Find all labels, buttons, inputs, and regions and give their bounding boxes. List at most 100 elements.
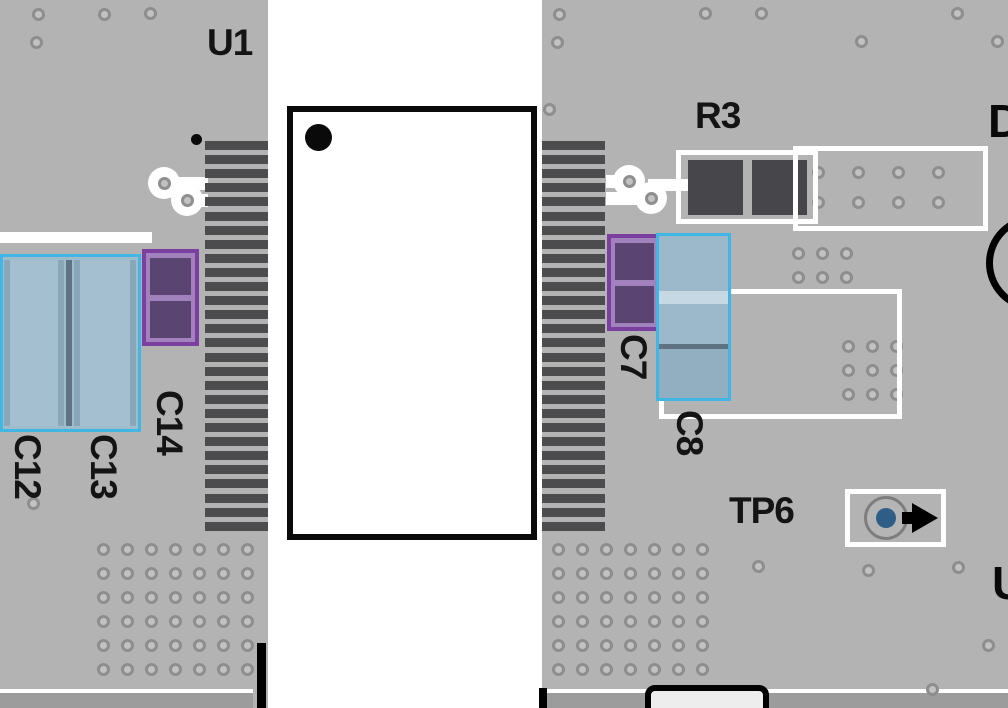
ic-pin <box>205 141 268 150</box>
tp6-pad-ring[interactable] <box>864 496 908 540</box>
label-u1: U1 <box>207 22 253 63</box>
ic-pin <box>542 169 605 179</box>
via <box>623 590 637 604</box>
tp6-arrow-tail <box>902 512 914 524</box>
via <box>551 590 565 604</box>
via <box>143 6 157 20</box>
via <box>891 165 905 179</box>
via <box>599 662 613 676</box>
ic-pin <box>205 155 268 165</box>
ic-pin <box>205 465 268 475</box>
via <box>622 174 636 188</box>
r3-pad[interactable] <box>688 160 743 215</box>
silkscreen-dot <box>191 134 202 145</box>
via <box>168 614 182 628</box>
via <box>192 566 206 580</box>
via <box>144 590 158 604</box>
via <box>551 566 565 580</box>
ic-pin <box>205 394 268 404</box>
via <box>841 339 855 353</box>
ic-pin <box>542 225 605 235</box>
via <box>623 566 637 580</box>
via <box>144 542 158 556</box>
label-c8: C8 <box>669 410 710 456</box>
via <box>542 102 556 116</box>
via <box>120 590 134 604</box>
via <box>120 566 134 580</box>
c14-pad <box>150 301 191 338</box>
trace-left-horizontal <box>0 232 152 243</box>
via <box>861 563 875 577</box>
ic-pin <box>205 493 268 503</box>
via <box>644 191 658 205</box>
via <box>698 6 712 20</box>
c7-pad <box>615 286 654 323</box>
ic-pin <box>542 352 605 362</box>
via <box>216 590 230 604</box>
via <box>695 638 709 652</box>
ic-pin <box>205 352 268 362</box>
trace-left <box>164 177 208 190</box>
ic-pin <box>205 310 268 320</box>
via <box>575 542 589 556</box>
ic-pin <box>542 211 605 221</box>
via <box>599 590 613 604</box>
via <box>31 7 45 21</box>
via <box>791 246 805 260</box>
via <box>240 542 254 556</box>
ic-pin <box>205 183 268 193</box>
via <box>240 662 254 676</box>
via <box>552 7 566 21</box>
via <box>550 35 564 49</box>
ic-pin <box>542 239 605 249</box>
c13-body[interactable] <box>74 260 136 426</box>
ic-pin <box>205 211 268 221</box>
via <box>695 590 709 604</box>
via <box>120 638 134 652</box>
connector-footprint-outline <box>793 146 988 231</box>
via <box>815 270 829 284</box>
label-c13: C13 <box>83 434 124 499</box>
board-edge-strip <box>0 689 253 708</box>
via <box>671 614 685 628</box>
via <box>623 614 637 628</box>
via <box>168 638 182 652</box>
ic-pin <box>542 479 605 489</box>
via <box>192 614 206 628</box>
ic-u1-body[interactable] <box>287 106 537 540</box>
r3-footprint-outline <box>676 150 818 224</box>
via <box>96 662 110 676</box>
via <box>120 662 134 676</box>
partial-label-bottom-right: U <box>992 560 1008 606</box>
via <box>216 542 230 556</box>
trace-right <box>606 192 654 205</box>
via <box>120 614 134 628</box>
via <box>851 195 865 209</box>
label-c14: C14 <box>149 390 190 455</box>
ic-pin <box>205 380 268 390</box>
ic-pin <box>542 141 605 150</box>
ic-pin <box>542 296 605 306</box>
ic-pin <box>542 465 605 475</box>
component-edge-line <box>257 643 266 708</box>
ic-pin <box>542 366 605 376</box>
c8-highlight[interactable] <box>656 233 731 401</box>
c14-pad <box>150 258 191 295</box>
via <box>623 662 637 676</box>
ic-pin <box>205 366 268 376</box>
via <box>240 566 254 580</box>
via <box>192 590 206 604</box>
via <box>671 566 685 580</box>
via <box>623 638 637 652</box>
tp6-arrow-icon <box>912 503 938 533</box>
c12-body[interactable] <box>4 260 64 426</box>
via <box>96 638 110 652</box>
via <box>96 566 110 580</box>
ic-pin1-dot <box>305 124 332 151</box>
via <box>192 638 206 652</box>
via <box>551 542 565 556</box>
ic-pin <box>205 197 268 207</box>
partial-label-top-right: D <box>988 95 1008 147</box>
via <box>695 566 709 580</box>
